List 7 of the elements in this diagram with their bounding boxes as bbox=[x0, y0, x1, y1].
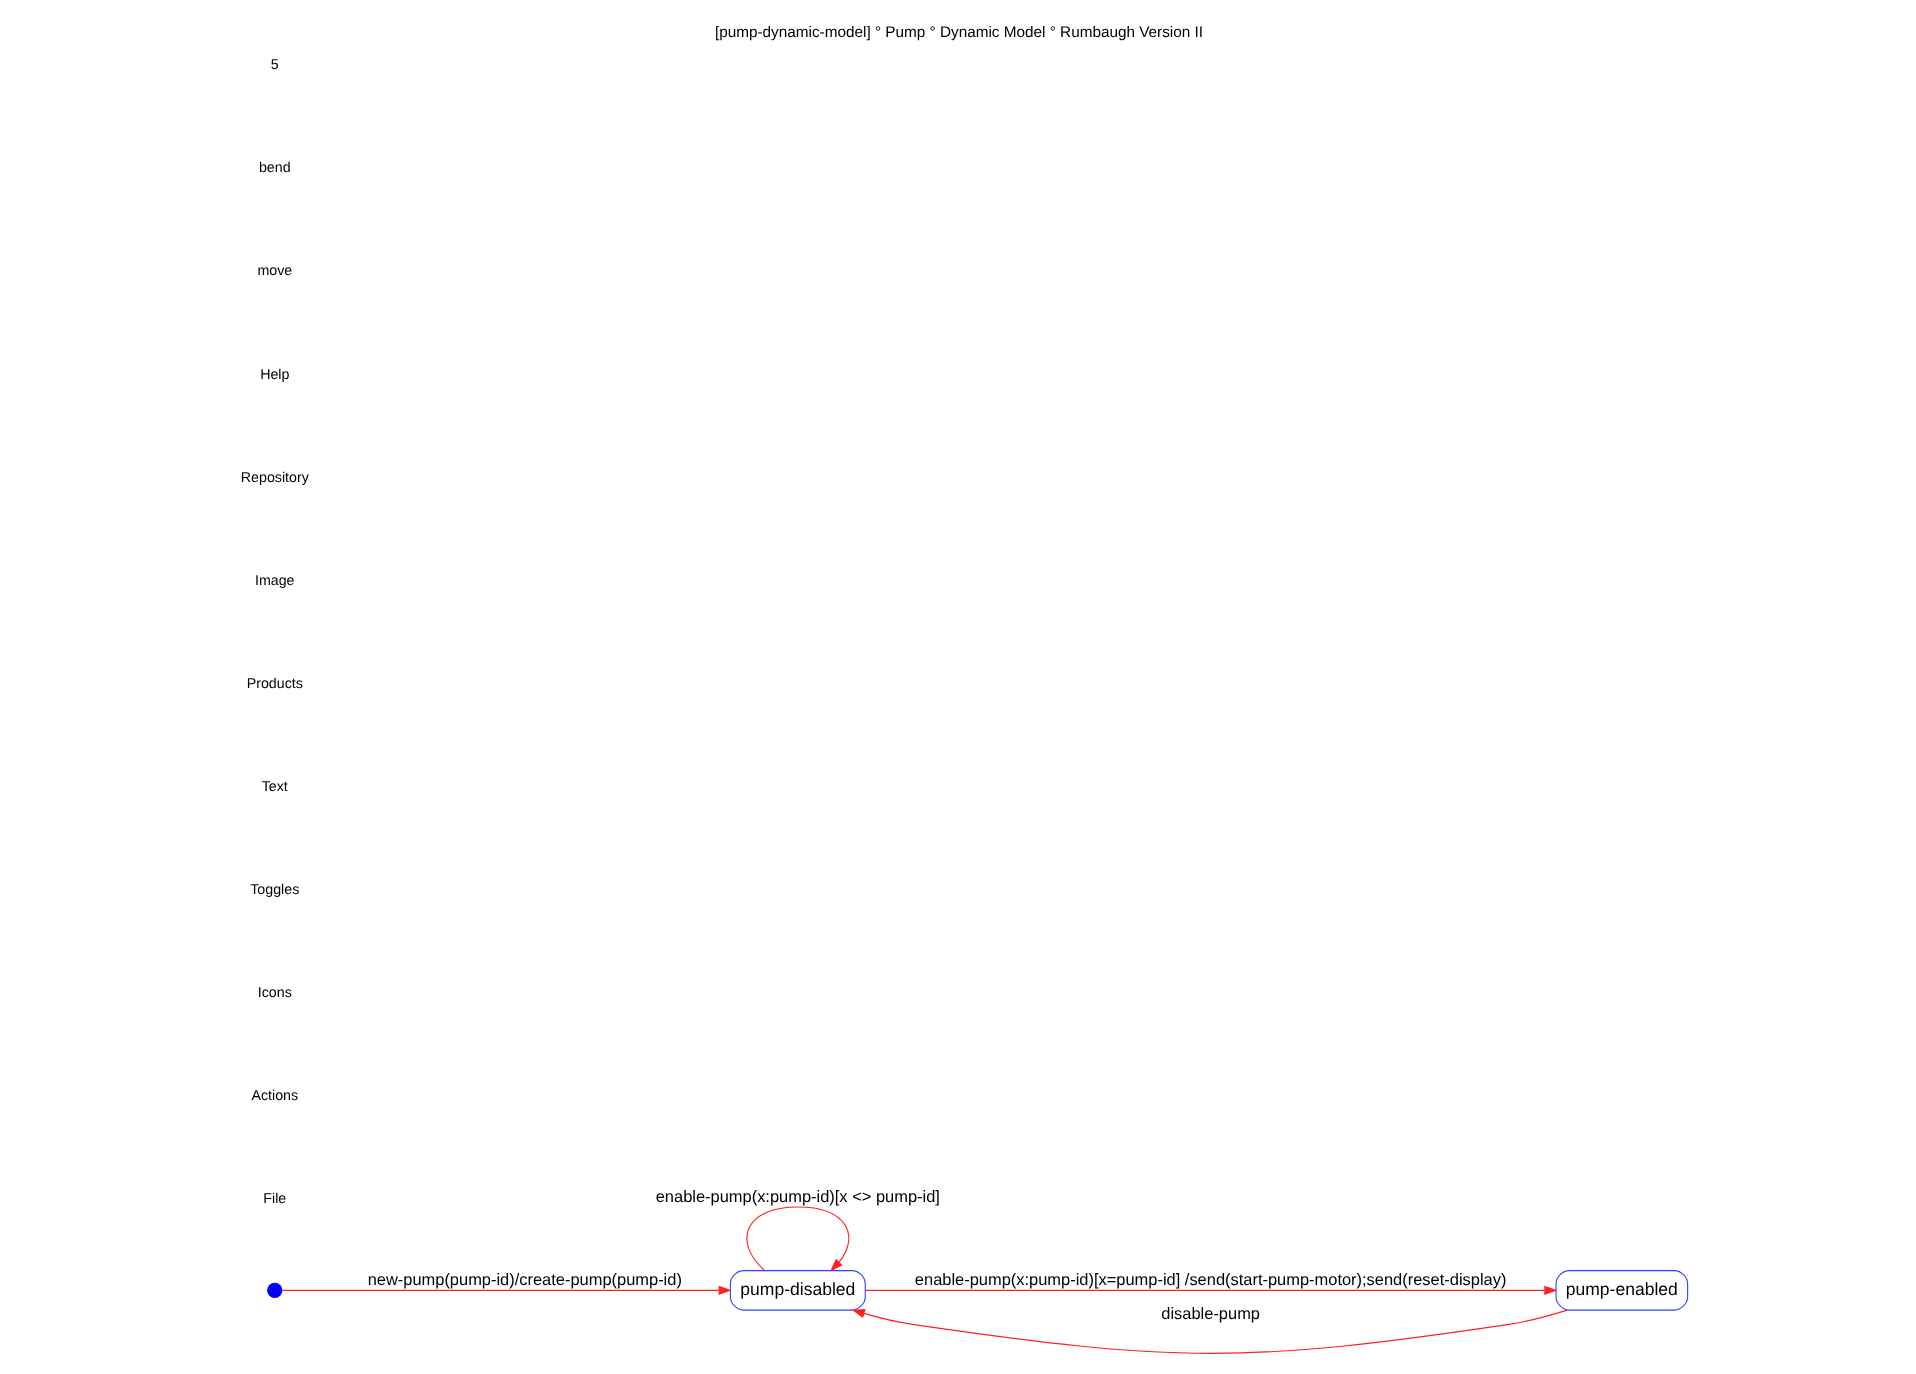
node-box: pump-enabled bbox=[1554, 1270, 1688, 1311]
node-circle bbox=[266, 1282, 282, 1298]
arrow bbox=[863, 1285, 1557, 1295]
node-box: pump-disabled bbox=[728, 1270, 865, 1311]
arrow bbox=[745, 1206, 849, 1272]
arrow bbox=[850, 1309, 1567, 1354]
arrow bbox=[280, 1285, 731, 1295]
